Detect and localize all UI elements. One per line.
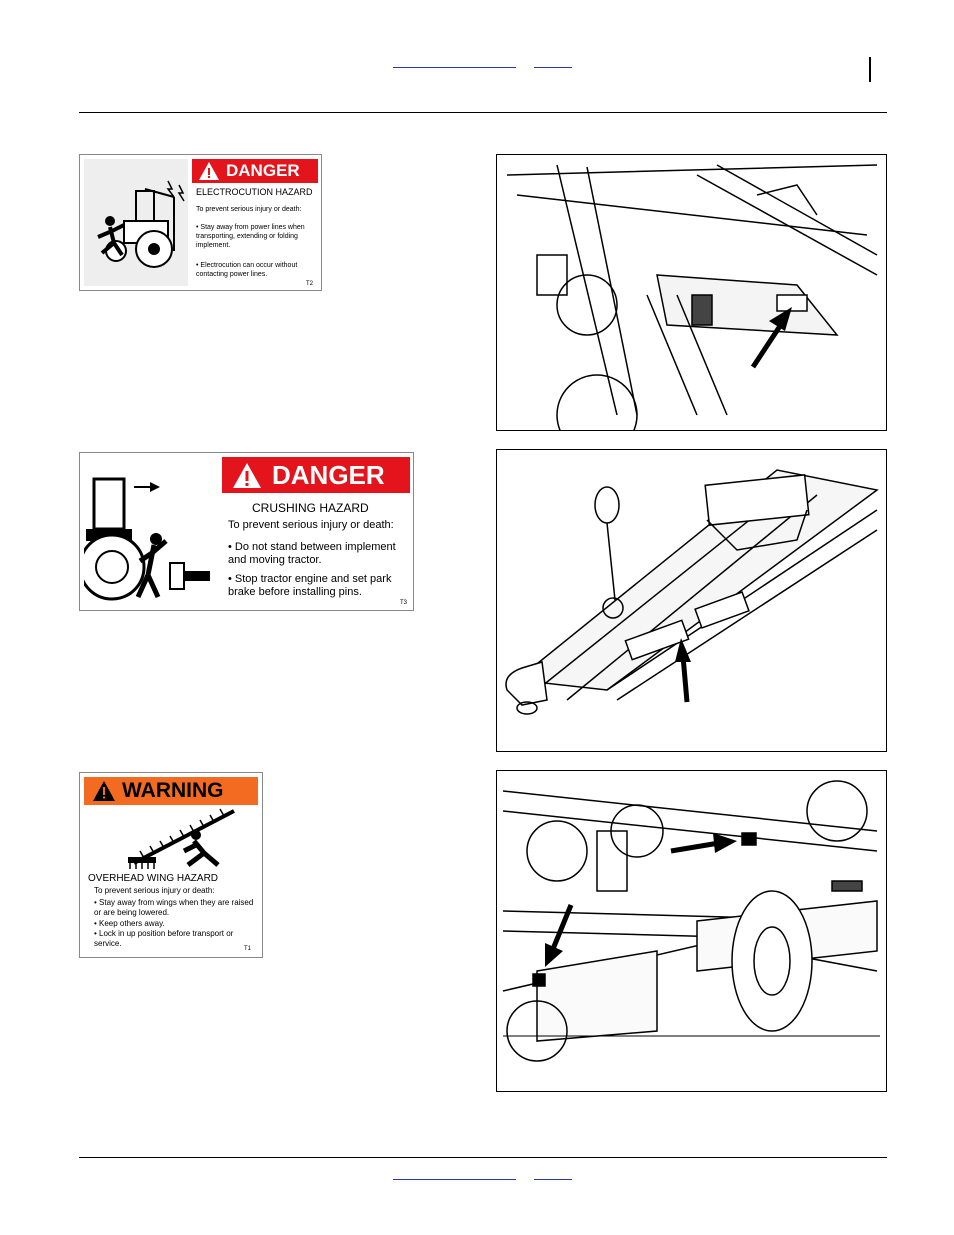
hazard-bullet-2: • Stop tractor engine and set park brake… (228, 573, 392, 598)
arrow-icon (675, 638, 691, 703)
implement-photo-2 (496, 449, 887, 752)
danger-header: DANGER (222, 457, 410, 493)
hazard-intro: To prevent serious injury or death: (196, 206, 302, 213)
label-code: T3 (400, 600, 408, 606)
header-link-right[interactable] (534, 66, 572, 68)
danger-signal-word: DANGER (226, 161, 300, 180)
alert-triangle-icon (93, 781, 115, 801)
implement-photo-3 (496, 770, 887, 1092)
electrocution-pictogram (84, 159, 188, 286)
danger-electrocution-label: DANGER ELECTROCUTION HAZARD To prevent s… (79, 154, 322, 291)
warning-header: WARNING (84, 777, 258, 805)
hazard-title: CRUSHING HAZARD (252, 501, 369, 515)
arrow-icon (750, 307, 792, 369)
footer-rule (79, 1157, 887, 1158)
danger-signal-word: DANGER (272, 459, 385, 490)
alert-triangle-icon (233, 462, 261, 488)
danger-header: DANGER (192, 159, 318, 183)
overhead-wing-icon (128, 808, 235, 869)
hazard-title: OVERHEAD WING HAZARD (88, 873, 219, 884)
hazard-bullet-1: • Do not stand between implement and mov… (228, 541, 396, 566)
hazard-bullet-2: • Electrocution can occur without contac… (196, 262, 298, 278)
hazard-bullet-2: • Keep others away. (94, 919, 165, 928)
implement-photo-1 (496, 154, 887, 456)
crushing-pictogram (78, 457, 218, 608)
danger-crushing-label: DANGER CRUSHING HAZARD To prevent seriou… (78, 452, 414, 611)
tongue-drawing (505, 469, 879, 715)
header-rule (79, 112, 887, 113)
hazard-bullet-3: • Lock in up position before transport o… (94, 929, 234, 948)
hazard-intro: To prevent serious injury or death: (94, 886, 215, 895)
hitch-frame-drawing (506, 164, 878, 456)
crushing-hazard-icon (78, 477, 210, 601)
arrow-icon (670, 833, 737, 854)
header-link-left[interactable] (393, 66, 516, 68)
hazard-title: ELECTROCUTION HAZARD (196, 187, 313, 197)
wing-frame-drawing (502, 780, 880, 1062)
label-code: T2 (306, 281, 314, 287)
arrow-icon (545, 904, 574, 967)
alert-triangle-icon (199, 162, 219, 180)
footer-link-right[interactable] (534, 1178, 572, 1180)
footer-link-left[interactable] (393, 1178, 516, 1180)
hazard-bullet-1: • Stay away from wings when they are rai… (94, 898, 254, 917)
label-code: T1 (244, 946, 252, 952)
warning-signal-word: WARNING (122, 779, 224, 802)
hazard-bullet-1: • Stay away from power lines when transp… (196, 224, 305, 249)
hazard-intro: To prevent serious injury or death: (228, 519, 394, 531)
wing-pictogram (84, 807, 258, 869)
header-marker-bar (869, 57, 871, 82)
warning-wing-label: WARNING OVERHEAD WING HAZARD To prevent … (79, 772, 263, 958)
tractor-powerline-icon (97, 180, 185, 268)
